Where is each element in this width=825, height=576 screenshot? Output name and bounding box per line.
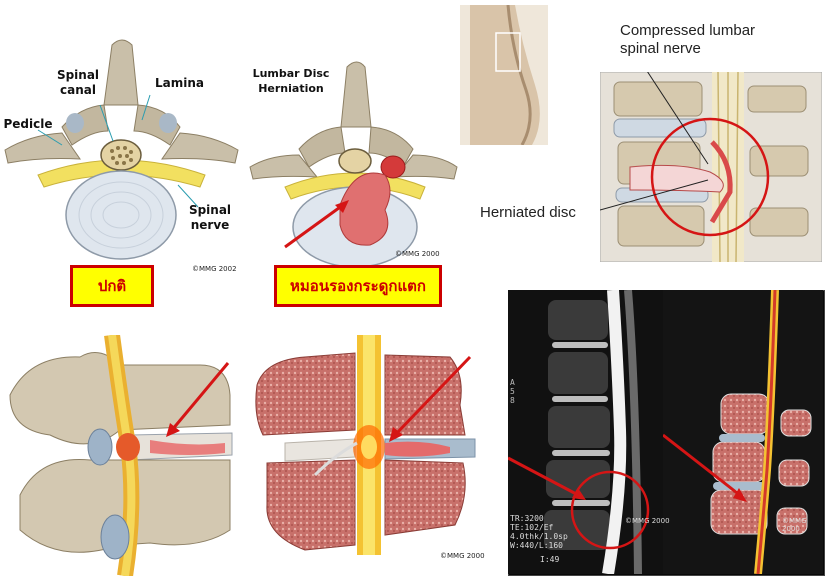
transverse-right: [161, 132, 239, 164]
herniation-arrow: [284, 203, 344, 249]
mri-orientation-marks: A 5 8: [510, 378, 515, 405]
mri-scan-parameters: TR:3200 TE:102/Ef 4.0thk/1.0sp W:440/L:1…: [510, 514, 568, 550]
normal-vertebra-illustration: [4, 39, 239, 260]
body-silhouette-illustration: [460, 5, 548, 145]
herniated-nucleus: [339, 172, 391, 246]
mri-image-number: I:49: [540, 555, 560, 564]
zoom-region-box: [495, 32, 521, 72]
copyright-normal: ©MMG 2002: [192, 265, 237, 273]
herniated-vertebra-illustration: [249, 61, 458, 265]
label-lamina: Lamina: [154, 76, 204, 90]
label-compressed-nerve: Compressed lumbar spinal nerve: [620, 22, 756, 57]
cross-section-illustration: [255, 335, 476, 555]
lamina-left: [61, 104, 109, 146]
mri-csf-column: [602, 290, 627, 574]
mri-highlight-circle: [570, 470, 650, 550]
label-spinal-nerve: Spinal nerve: [188, 203, 232, 232]
label-herniated-disc: Herniated disc: [480, 204, 576, 221]
label-spinal-canal: Spinal canal: [56, 68, 100, 97]
sagittal-spine-illustration: [600, 72, 822, 262]
transverse-left: [4, 132, 81, 164]
caption-herniation: หมอนรองกระดูกแตก: [274, 265, 442, 307]
label-pedicle: Pedicle: [3, 117, 53, 131]
lateral-arrow: [170, 362, 230, 431]
compression-highlight-circle: [650, 117, 770, 237]
copyright-mri-right: ©MMG 2000: [782, 517, 807, 533]
caption-normal: ปกติ: [70, 265, 154, 307]
lateral-vertebrae-illustration: [9, 335, 233, 576]
mri-scan-right: [663, 290, 823, 574]
spinous-process: [103, 39, 139, 106]
copyright-herniation: ©MMG 2000: [395, 250, 440, 258]
herniation-title: Lumbar Disc Herniation: [252, 67, 330, 95]
vertebral-disc: [65, 170, 177, 260]
mri-scan-left: [508, 290, 663, 574]
copyright-mri-left: ©MMG 2000: [625, 517, 670, 525]
lamina-right: [133, 104, 181, 146]
copyright-section: ©MMG 2000: [440, 552, 485, 560]
section-arrow: [393, 355, 472, 437]
